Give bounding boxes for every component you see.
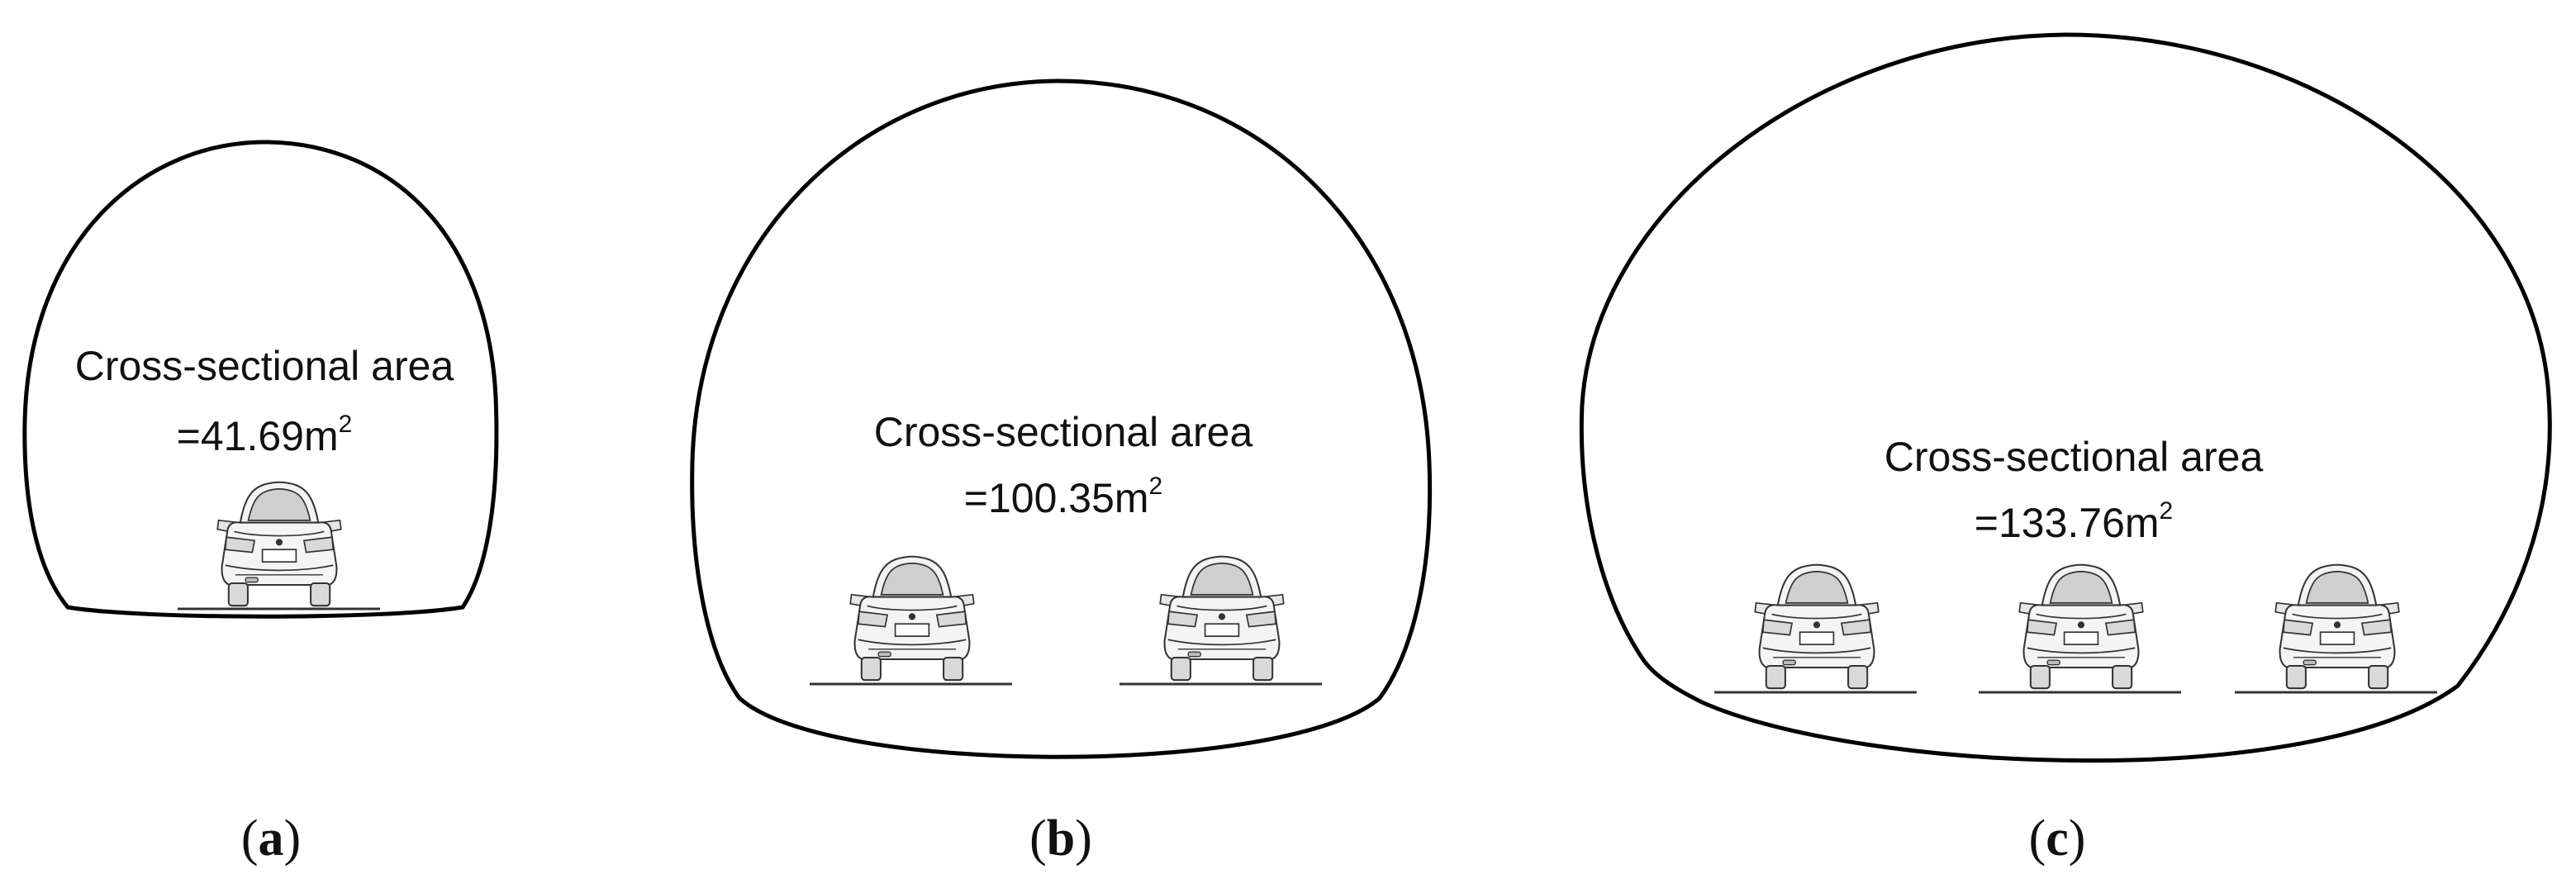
- panel-label-a: (a): [241, 810, 301, 867]
- panel-label-b: (b): [1029, 810, 1092, 867]
- area-exponent-c: 2: [2160, 497, 2174, 525]
- area-value-b: =100.35m: [964, 475, 1149, 521]
- svg-text:Cross-sectional area: Cross-sectional area: [75, 343, 454, 389]
- svg-text:=41.69m2: =41.69m2: [177, 411, 353, 459]
- tunnel-outline-c: [1579, 32, 2552, 763]
- car-rear-view-icon: [848, 555, 976, 682]
- area-title-a: Cross-sectional area: [75, 343, 454, 389]
- svg-text:=100.35m2: =100.35m2: [964, 473, 1162, 521]
- tunnel-panel-c: Cross-sectional area =133.76m2: [1579, 32, 2552, 763]
- tunnel-panel-a: Cross-sectional area =41.69m2: [22, 140, 499, 619]
- tunnel-outline-b: [690, 78, 1433, 759]
- car-rear-view-icon: [216, 481, 343, 607]
- tunnel-outline-a: [22, 140, 499, 619]
- area-value-a: =41.69m: [177, 413, 339, 459]
- svg-text:Cross-sectional area: Cross-sectional area: [874, 409, 1253, 455]
- area-exponent-a: 2: [339, 411, 353, 438]
- area-title-c: Cross-sectional area: [1884, 434, 2264, 480]
- svg-text:Cross-sectional area: Cross-sectional area: [1884, 434, 2264, 480]
- car-rear-view-icon: [1158, 555, 1286, 682]
- area-value-c: =133.76m: [1975, 500, 2160, 546]
- car-rear-view-icon: [2018, 563, 2145, 690]
- car-rear-view-icon: [1753, 563, 1880, 690]
- area-exponent-b: 2: [1149, 473, 1163, 500]
- panel-label-c: (c): [2029, 810, 2086, 867]
- tunnel-panel-b: Cross-sectional area =100.35m2: [690, 78, 1433, 759]
- car-rear-view-icon: [2274, 563, 2401, 690]
- svg-text:=133.76m2: =133.76m2: [1975, 497, 2173, 546]
- area-title-b: Cross-sectional area: [874, 409, 1253, 455]
